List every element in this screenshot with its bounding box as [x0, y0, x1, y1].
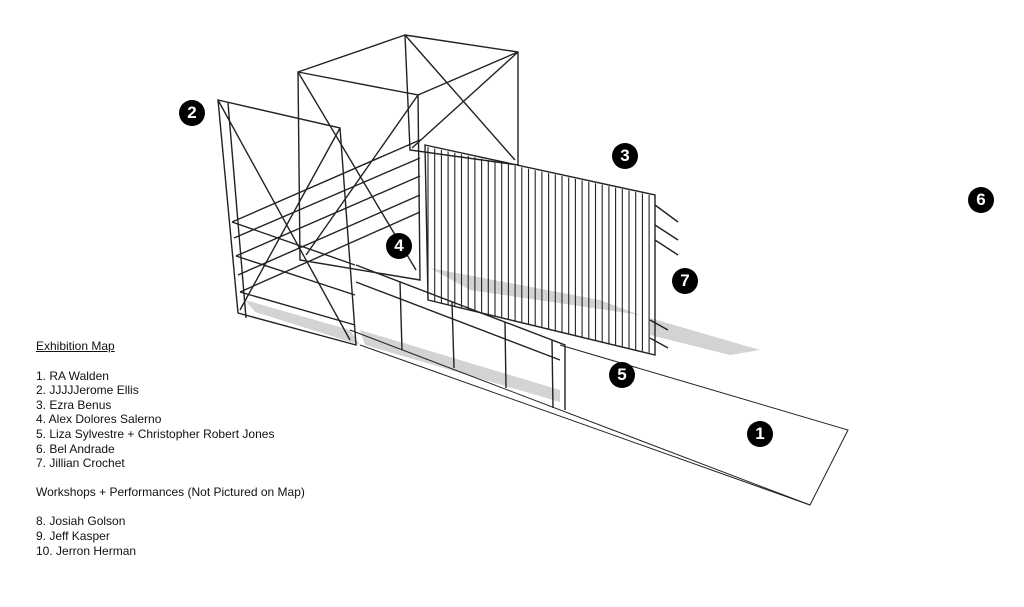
fence-slats [427, 147, 650, 353]
marker-1[interactable]: 1 [747, 421, 773, 447]
ramp-floor [349, 329, 849, 506]
workshop-item: 8. Josiah Golson [36, 514, 126, 529]
legend-item: 3. Ezra Benus [36, 397, 112, 412]
marker-6[interactable]: 6 [968, 187, 994, 213]
workshop-item: 10. Jerron Herman [36, 543, 137, 558]
legend-item: 4. Alex Dolores Salerno [36, 412, 162, 427]
frame-structure [217, 34, 679, 410]
legend-title: Exhibition Map [36, 339, 115, 353]
legend-item: 5. Liza Sylvestre + Christopher Robert J… [36, 426, 275, 441]
legend-item: 6. Bel Andrade [36, 441, 115, 456]
marker-4[interactable]: 4 [386, 233, 412, 259]
marker-2[interactable]: 2 [179, 100, 205, 126]
legend-item: 2. JJJJJerome Ellis [36, 383, 139, 398]
legend-item: 1. RA Walden [36, 368, 109, 383]
marker-3[interactable]: 3 [612, 143, 638, 169]
workshops-title: Workshops + Performances (Not Pictured o… [36, 484, 305, 499]
legend-item: 7. Jillian Crochet [36, 456, 125, 471]
marker-5[interactable]: 5 [609, 362, 635, 388]
workshop-item: 9. Jeff Kasper [36, 528, 110, 543]
marker-7[interactable]: 7 [672, 268, 698, 294]
